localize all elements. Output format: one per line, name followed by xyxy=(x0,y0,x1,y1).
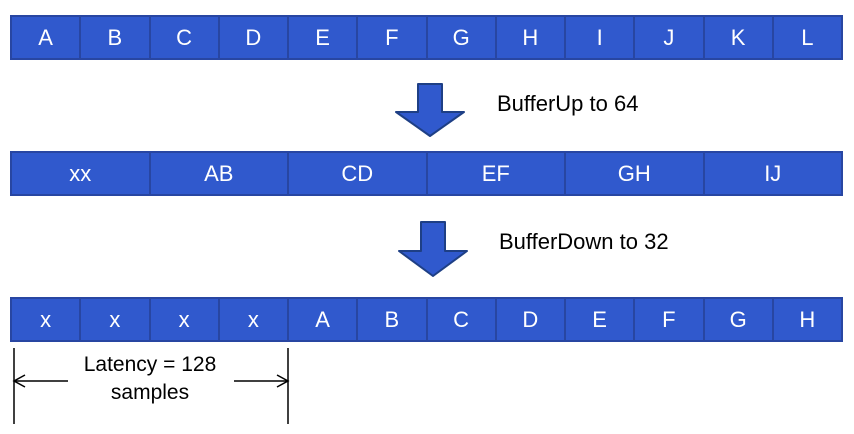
down32-buffer-cell: G xyxy=(702,299,772,340)
down32-buffer-cell: A xyxy=(287,299,356,340)
input-buffer-cell: L xyxy=(771,17,841,58)
down32-buffer-cell: x xyxy=(79,299,148,340)
input-buffer-cell: E xyxy=(287,17,356,58)
input-buffer-cell: F xyxy=(356,17,425,58)
input-buffer-cell: C xyxy=(148,17,218,58)
input-buffer-cell: J xyxy=(633,17,702,58)
input-buffer-cell: G xyxy=(425,17,495,58)
up64-buffer-cell: CD xyxy=(287,153,426,194)
down32-buffer-cell: B xyxy=(356,299,425,340)
up64-buffer-cell: EF xyxy=(425,153,565,194)
down32-buffer-cell: C xyxy=(425,299,495,340)
down-arrow-icon xyxy=(398,221,468,277)
input-buffer-cell: B xyxy=(79,17,148,58)
down32-buffer-cell: F xyxy=(633,299,702,340)
up64-buffer-cell: GH xyxy=(564,153,703,194)
latency-label: Latency = 128 samples xyxy=(40,351,260,407)
up64-buffer-cell: IJ xyxy=(702,153,842,194)
down32-buffer-cell: x xyxy=(217,299,287,340)
up64-buffer-cell: xx xyxy=(69,160,92,186)
latency-label-line1: Latency = 128 xyxy=(83,353,217,376)
input-buffer-cell: H xyxy=(494,17,564,58)
input-buffer-cell: I xyxy=(564,17,633,58)
down32-buffer-cell: E xyxy=(564,299,633,340)
input-buffer-cell: A xyxy=(38,24,53,50)
input-buffer-cell: K xyxy=(702,17,772,58)
down32-buffer-cell: x xyxy=(40,306,52,332)
buffer-down-label: BufferDown to 32 xyxy=(499,229,669,254)
down32-buffer-cell: H xyxy=(771,299,841,340)
up64-buffer-cell: AB xyxy=(148,153,288,194)
input-buffer-cell: D xyxy=(217,17,287,58)
latency-span-icon xyxy=(12,348,290,424)
down-arrow-icon xyxy=(395,83,465,137)
buffer-up-label: BufferUp to 64 xyxy=(497,91,639,116)
down32-buffer-cell: x xyxy=(148,299,218,340)
down32-buffer-cell: D xyxy=(494,299,564,340)
latency-label-line2: samples xyxy=(110,381,190,404)
